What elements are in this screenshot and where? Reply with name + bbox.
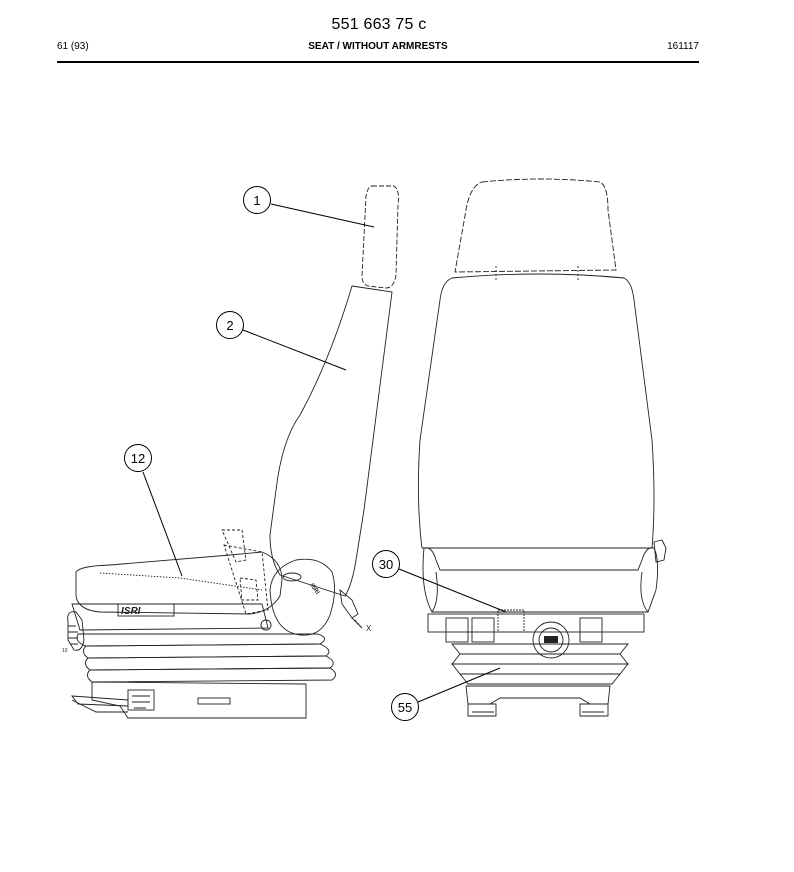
suspension-frame xyxy=(427,613,645,633)
page-title: SEAT / WITHOUT ARMRESTS xyxy=(308,41,448,52)
side-base xyxy=(91,681,307,719)
weight-knob-grips xyxy=(68,625,78,645)
side-backrest xyxy=(269,285,393,597)
lumbar-knob-slot xyxy=(282,572,302,582)
callout-12: 12 xyxy=(124,444,183,577)
frame-block-mid xyxy=(471,617,495,643)
weight-dial-number: 10 xyxy=(62,648,68,654)
callouts: 1 2 12 30 55 xyxy=(124,186,507,721)
valve-block xyxy=(497,609,525,633)
side-bellows xyxy=(76,633,336,683)
callout-12-label: 12 xyxy=(131,451,145,466)
linkage-dashed xyxy=(221,529,269,615)
page-number: 61 (93) xyxy=(57,41,89,52)
fore-aft-lever xyxy=(127,689,155,711)
fore-aft-lever-detail xyxy=(132,695,150,709)
lumbar-knob xyxy=(269,558,335,636)
callout-1: 1 xyxy=(243,186,375,228)
adjuster-handle xyxy=(339,588,359,619)
front-bellows xyxy=(451,643,629,685)
brand-mark-knob: ISRI xyxy=(308,583,320,596)
front-seat-cushion xyxy=(422,547,659,613)
side-headrest xyxy=(361,185,399,289)
date-code: 161117 xyxy=(667,41,699,52)
front-view xyxy=(417,178,667,717)
adjust-dial xyxy=(532,621,570,659)
header-divider xyxy=(57,61,699,63)
axis-x-marker xyxy=(354,619,363,629)
callout-2: 2 xyxy=(216,311,347,371)
front-base xyxy=(465,685,611,705)
side-brand-label-box xyxy=(117,603,175,617)
front-side-knob xyxy=(653,539,667,563)
front-headrest xyxy=(454,178,617,273)
callout-55-label: 55 xyxy=(398,700,412,715)
page-header: 61 (93) SEAT / WITHOUT ARMRESTS 161117 xyxy=(57,41,699,55)
frame-block-right xyxy=(579,617,603,643)
callout-30: 30 xyxy=(372,550,507,613)
side-view: ISRI ISRI X 10 xyxy=(62,185,399,719)
callout-1-label: 1 xyxy=(253,193,260,208)
seat-frame xyxy=(71,603,269,631)
weight-knob xyxy=(67,611,85,651)
base-slot xyxy=(197,697,231,705)
callout-55: 55 xyxy=(391,667,501,721)
callout-2-label: 2 xyxy=(226,318,233,333)
slide-rail xyxy=(71,695,129,713)
front-foot-right xyxy=(579,703,609,717)
front-backrest xyxy=(417,273,655,549)
frame-block-left xyxy=(445,617,469,643)
axis-x-label: X xyxy=(366,624,372,633)
seat-cushion-seam xyxy=(99,572,263,591)
pivot-bolt xyxy=(260,619,272,631)
callout-30-label: 30 xyxy=(379,557,393,572)
dial-logo xyxy=(544,636,558,643)
headrest-posts xyxy=(495,266,579,280)
cushion-bolster-line xyxy=(431,571,649,613)
side-brand-label: ISRI xyxy=(121,606,141,617)
document-number: 551 663 75 c xyxy=(331,16,427,33)
side-seat-cushion xyxy=(75,551,283,615)
front-foot-left xyxy=(467,703,497,717)
adjust-dial-inner xyxy=(538,627,564,653)
